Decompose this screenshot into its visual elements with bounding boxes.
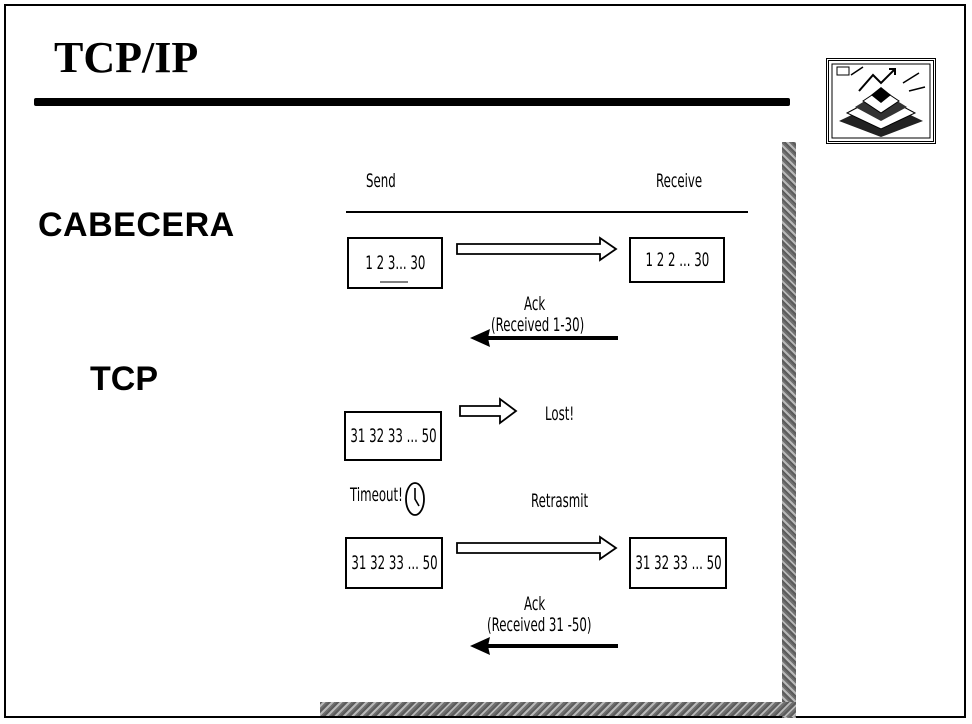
send-arrow-3: [457, 537, 616, 559]
ack-arrow-3: [470, 637, 618, 655]
lost-arrow: [460, 399, 516, 423]
ack-arrow-1: [470, 329, 618, 347]
send-arrow-1: [457, 238, 616, 260]
